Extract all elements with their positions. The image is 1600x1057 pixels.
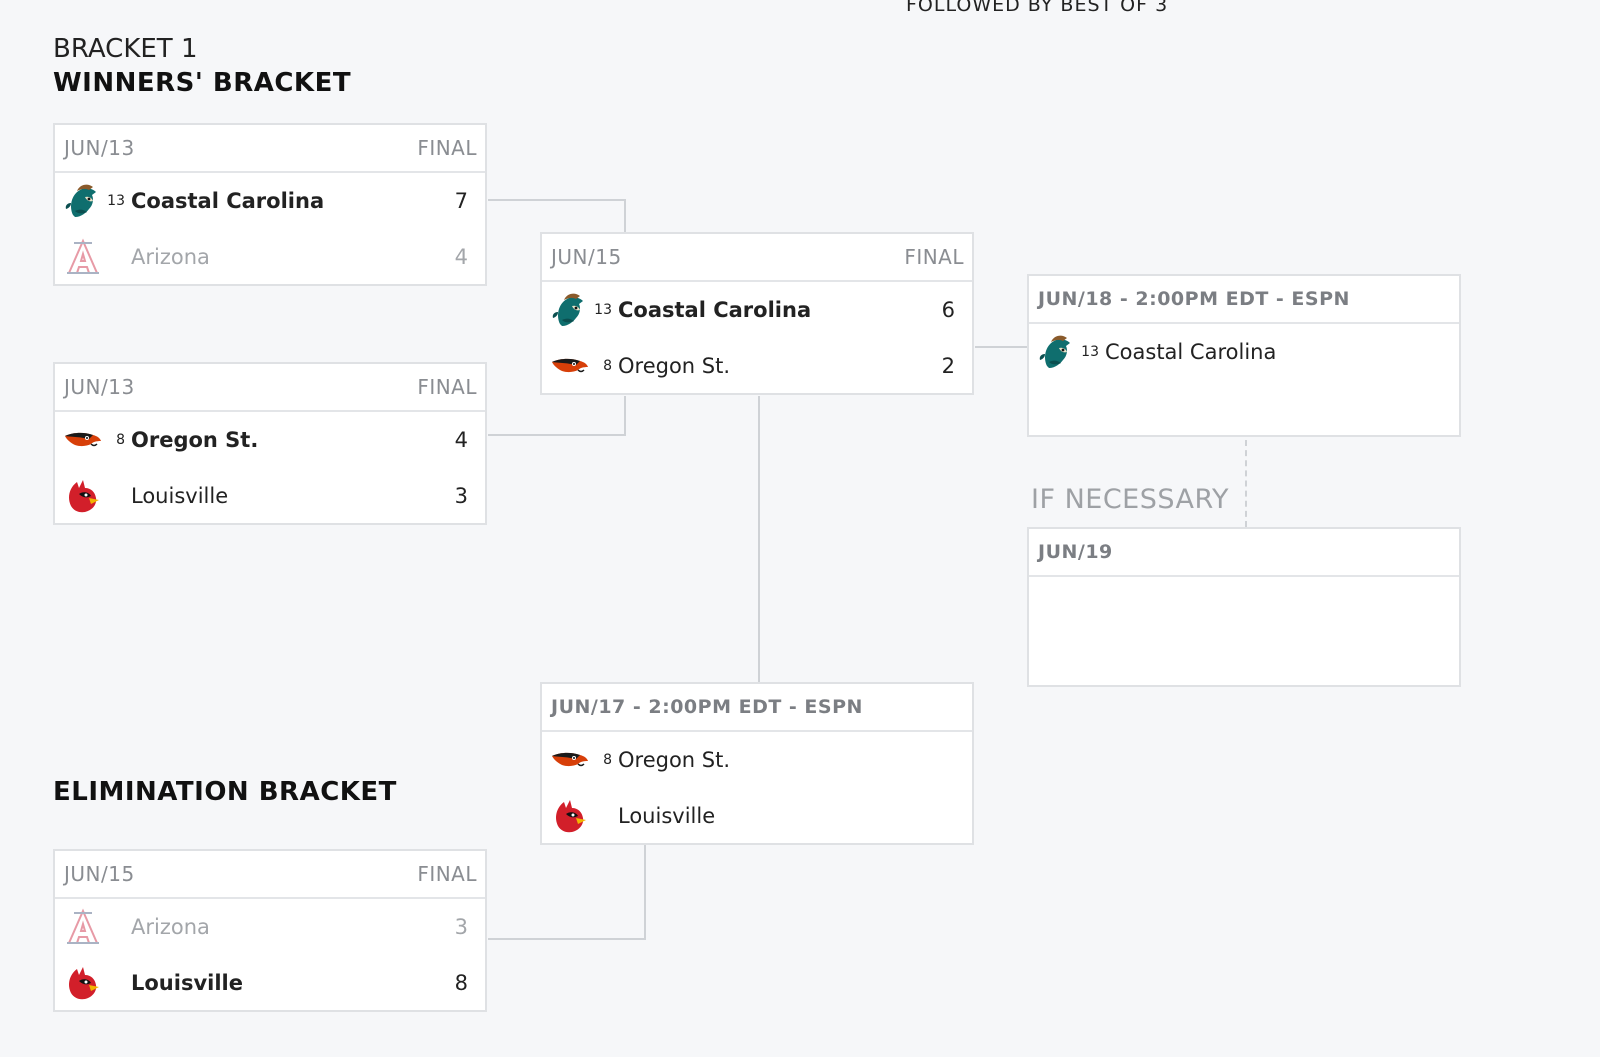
team-name: Arizona (131, 915, 210, 939)
winners-bracket-title: WINNERS' BRACKET (53, 68, 352, 98)
game-date: JUN/15 (551, 245, 622, 269)
team-score: 2 (941, 353, 955, 378)
team-row[interactable]: 13 Coastal Carolina 7 (55, 173, 485, 229)
team-score: 4 (454, 244, 468, 269)
game-header: JUN/13 FINAL (55, 125, 485, 173)
team-score: 7 (454, 189, 468, 213)
game-card-final2[interactable]: JUN/19 (1027, 527, 1461, 687)
game-card-e2[interactable]: JUN/17 - 2:00PM EDT - ESPN 8 Oregon St. … (540, 682, 974, 845)
game-status: FINAL (417, 375, 477, 399)
game-card-w3[interactable]: JUN/15 FINAL 13 Coastal Carolina 6 8 Ore… (540, 232, 974, 395)
connector-line (758, 396, 760, 682)
team-name: Louisville (618, 803, 716, 828)
arizona-logo-icon (63, 907, 103, 947)
team-seed: 8 (603, 752, 612, 768)
team-row[interactable]: Arizona 3 (55, 899, 485, 955)
team-score: 6 (941, 298, 955, 322)
team-name: Arizona (131, 244, 210, 269)
game-schedule: JUN/17 - 2:00PM EDT - ESPN (551, 696, 863, 718)
bracket-number-label: BRACKET 1 (53, 34, 198, 64)
team-name: Coastal Carolina (1105, 340, 1277, 364)
louisville-logo-icon (550, 796, 590, 836)
game-schedule: JUN/19 (1038, 541, 1113, 563)
game-header: JUN/15 FINAL (55, 851, 485, 899)
game-body-empty (1029, 577, 1459, 685)
oregon-state-logo-icon (550, 346, 590, 386)
connector-line (488, 199, 626, 201)
game-date: JUN/13 (64, 375, 135, 399)
team-row[interactable]: Louisville 8 (55, 955, 485, 1010)
louisville-logo-icon (63, 963, 103, 1003)
team-score: 8 (454, 970, 468, 995)
coastal-carolina-logo-icon (63, 181, 103, 221)
elimination-bracket-title: ELIMINATION BRACKET (53, 777, 397, 807)
if-necessary-label: IF NECESSARY (1031, 484, 1230, 515)
connector-line (488, 434, 626, 436)
team-row[interactable]: Arizona 4 (55, 229, 485, 284)
game-card-w1[interactable]: JUN/13 FINAL 13 Coastal Carolina 7 Arizo… (53, 123, 487, 286)
dashed-connector-line (1245, 440, 1247, 527)
coastal-carolina-logo-icon (1037, 332, 1077, 372)
team-row[interactable]: 8 Oregon St. 2 (542, 338, 972, 393)
oregon-state-logo-icon (63, 420, 103, 460)
game-status: FINAL (904, 245, 964, 269)
game-card-w2[interactable]: JUN/13 FINAL 8 Oregon St. 4 Louisville 3 (53, 362, 487, 525)
team-row[interactable]: 8 Oregon St. 4 (55, 412, 485, 468)
game-header: JUN/13 FINAL (55, 364, 485, 412)
bracket-format-caption: FOLLOWED BY BEST OF 3 (906, 0, 1169, 16)
team-seed: 8 (116, 432, 125, 448)
team-seed: 13 (107, 193, 125, 209)
team-seed: 8 (603, 357, 612, 374)
team-score: 3 (454, 483, 468, 508)
game-status: FINAL (417, 136, 477, 160)
game-date: JUN/15 (64, 862, 135, 886)
team-name: Oregon St. (618, 748, 731, 772)
team-row[interactable]: 13 Coastal Carolina (1029, 324, 1459, 380)
team-name: Coastal Carolina (618, 298, 812, 322)
team-row[interactable]: Louisville (542, 788, 972, 843)
game-card-final1[interactable]: JUN/18 - 2:00PM EDT - ESPN 13 Coastal Ca… (1027, 274, 1461, 437)
louisville-logo-icon (63, 476, 103, 516)
game-date: JUN/13 (64, 136, 135, 160)
game-schedule: JUN/18 - 2:00PM EDT - ESPN (1038, 288, 1350, 310)
team-name: Louisville (131, 970, 243, 995)
game-card-e1[interactable]: JUN/15 FINAL Arizona 3 Louisville 8 (53, 849, 487, 1012)
connector-line (624, 396, 626, 436)
team-seed: 13 (594, 302, 612, 318)
team-name: Louisville (131, 483, 229, 508)
team-score: 4 (454, 428, 468, 452)
team-name: Oregon St. (131, 428, 259, 452)
game-header: JUN/18 - 2:00PM EDT - ESPN (1029, 276, 1459, 324)
game-header: JUN/17 - 2:00PM EDT - ESPN (542, 684, 972, 732)
team-name: Oregon St. (618, 353, 731, 378)
team-seed: 13 (1081, 344, 1099, 360)
team-row[interactable]: Louisville 3 (55, 468, 485, 523)
team-row[interactable]: 8 Oregon St. (542, 732, 972, 788)
team-score: 3 (454, 915, 468, 939)
connector-line (488, 938, 646, 940)
connector-line (644, 845, 646, 940)
connector-line (975, 346, 1028, 348)
oregon-state-logo-icon (550, 740, 590, 780)
game-header: JUN/15 FINAL (542, 234, 972, 282)
game-status: FINAL (417, 862, 477, 886)
game-header: JUN/19 (1029, 529, 1459, 577)
coastal-carolina-logo-icon (550, 290, 590, 330)
connector-line (624, 199, 626, 234)
team-row[interactable]: 13 Coastal Carolina 6 (542, 282, 972, 338)
team-name: Coastal Carolina (131, 189, 325, 213)
arizona-logo-icon (63, 237, 103, 277)
team-row-empty (1029, 380, 1459, 435)
